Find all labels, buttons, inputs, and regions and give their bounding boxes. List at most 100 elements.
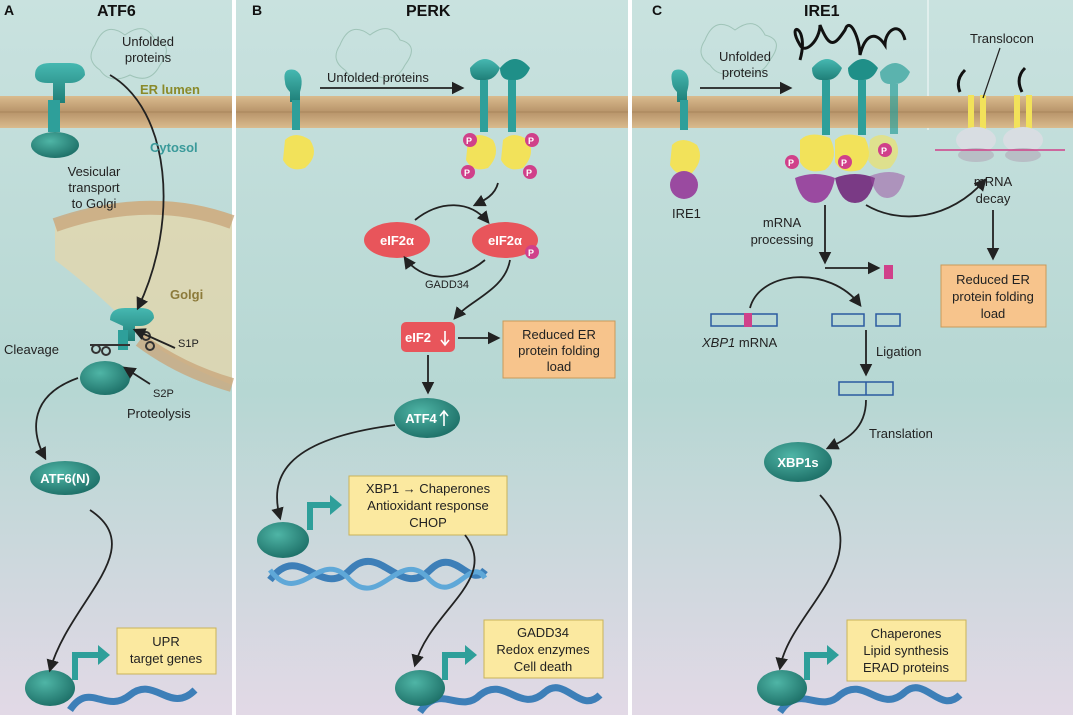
eif2-node [401,322,455,352]
ire1-target-gene-label: Chaperones [871,626,942,641]
eif2a-label: eIF2α [380,233,414,248]
ire1-target-genes-box [846,619,967,682]
reduced-er-box [940,264,1047,328]
reduced-er-label: Reduced ER [956,272,1030,287]
proteolysis-label: Proteolysis [127,406,191,421]
perk-monomer [283,69,314,170]
panel-letter-a: A [4,2,14,18]
atf4-label: ATF4 [405,411,437,426]
er-lumen-label: ER lumen [140,82,200,97]
phosphate-icon [525,245,539,259]
eif2a-phospho-node [472,222,538,258]
ire1-target-gene-label: ERAD proteins [863,660,949,675]
perk-late-gene-label: Cell death [514,659,573,674]
transcription-complex [395,670,445,706]
unfolded-proteins-label: proteins [722,65,769,80]
cytosol-label: Cytosol [150,140,198,155]
translocon-label: Translocon [970,31,1034,46]
ligation-label: Ligation [876,344,922,359]
reduced-er-label: load [547,359,572,374]
upr-target-genes-label: UPR [152,634,179,649]
reduced-er-label: protein folding [518,343,600,358]
atf4-node [394,398,460,438]
perk-target-gene-label: XBP1 → Chaperones [366,481,491,496]
xbp1s-label: XBP1s [777,455,818,470]
dna-helix [67,557,963,715]
reduced-er-label: protein folding [952,289,1034,304]
phosphate-label: P [881,146,887,156]
atf6n-label: ATF6(N) [40,471,90,486]
ire1-monomer [670,69,701,199]
unfolded-proteins-label: Unfolded [719,49,771,64]
panel-title-atf6: ATF6 [97,3,136,20]
panel-letter-b: B [252,2,262,18]
upr-target-genes-label: target genes [130,651,203,666]
mrna-processing-label: mRNA [763,215,802,230]
unfolded-proteins-cloud [90,23,777,80]
panel-title-perk: PERK [406,3,451,20]
unfolded-proteins-label: proteins [125,50,172,65]
panel-divider [232,0,236,715]
ire1-target-gene-label: Lipid synthesis [863,643,949,658]
perk-target-gene-label: CHOP [409,515,447,530]
eif2a-node [364,222,430,258]
transcription-complex [257,522,309,558]
golgi-body [55,201,232,385]
down-arrow-icon [440,331,450,347]
xbp1-mrna-spliced [838,381,894,396]
eif2a-phospho-label: eIF2α [488,233,522,248]
perk-late-genes-box [483,619,604,679]
s1p-label: S1P [178,338,199,350]
upr-target-genes-box [116,627,217,675]
phosphate-label: P [528,248,534,258]
panel-title-ire1: IRE1 [804,3,840,20]
reduced-er-label: load [981,306,1006,321]
ire1-oligomer [785,23,910,203]
unfolded-proteins-label: Unfolded proteins [327,70,429,85]
unfolded-proteins-label: Unfolded [122,34,174,49]
up-arrow-icon [439,409,449,426]
atf6-protein [31,63,85,158]
reduced-er-label: Reduced ER [522,327,596,342]
perk-target-gene-label: Antioxidant response [367,498,488,513]
transcription-complex [757,670,807,706]
mrna-decay-label: mRNA [974,174,1013,189]
reduced-er-box [502,320,616,379]
ire1-label: IRE1 [672,206,701,221]
perk-late-gene-label: GADD34 [517,625,569,640]
panel-divider [628,0,632,715]
cleavage-label: Cleavage [4,342,59,357]
phosphate-label: P [788,158,794,168]
translocon [935,66,1065,162]
xbp1s-node [764,442,832,482]
phosphate-label: P [841,158,847,168]
phosphate-label: P [528,136,534,146]
xbp1-mrna-exons [831,313,901,327]
transcription-complex [25,670,75,706]
eif2-label: eIF2 [405,330,431,345]
vesicular-transport-label: transport [68,180,120,195]
xbp1-mrna-label: XBP1 mRNA [701,335,777,350]
phosphate-label: P [464,168,470,178]
mrna-decay-label: decay [976,191,1011,206]
vesicular-transport-label: to Golgi [72,196,117,211]
vesicular-transport-label: Vesicular [68,164,121,179]
panel-letter-c: C [652,2,662,18]
perk-target-genes-box [348,475,508,536]
translation-label: Translation [869,426,933,441]
phosphate-label: P [526,168,532,178]
translocon-pointer [982,47,1001,99]
atf6-cleavage-complex [80,308,155,395]
gadd34-label: GADD34 [425,279,469,291]
atf6n-node [30,461,100,495]
golgi-label: Golgi [170,287,203,302]
perk-late-gene-label: Redox enzymes [496,642,590,657]
s2p-label: S2P [153,388,174,400]
intron-fragment [884,265,893,279]
phosphate-label: P [466,136,472,146]
mrna-processing-label: processing [751,232,814,247]
xbp1-mrna-unspliced [710,313,778,327]
perk-dimer [461,59,539,179]
